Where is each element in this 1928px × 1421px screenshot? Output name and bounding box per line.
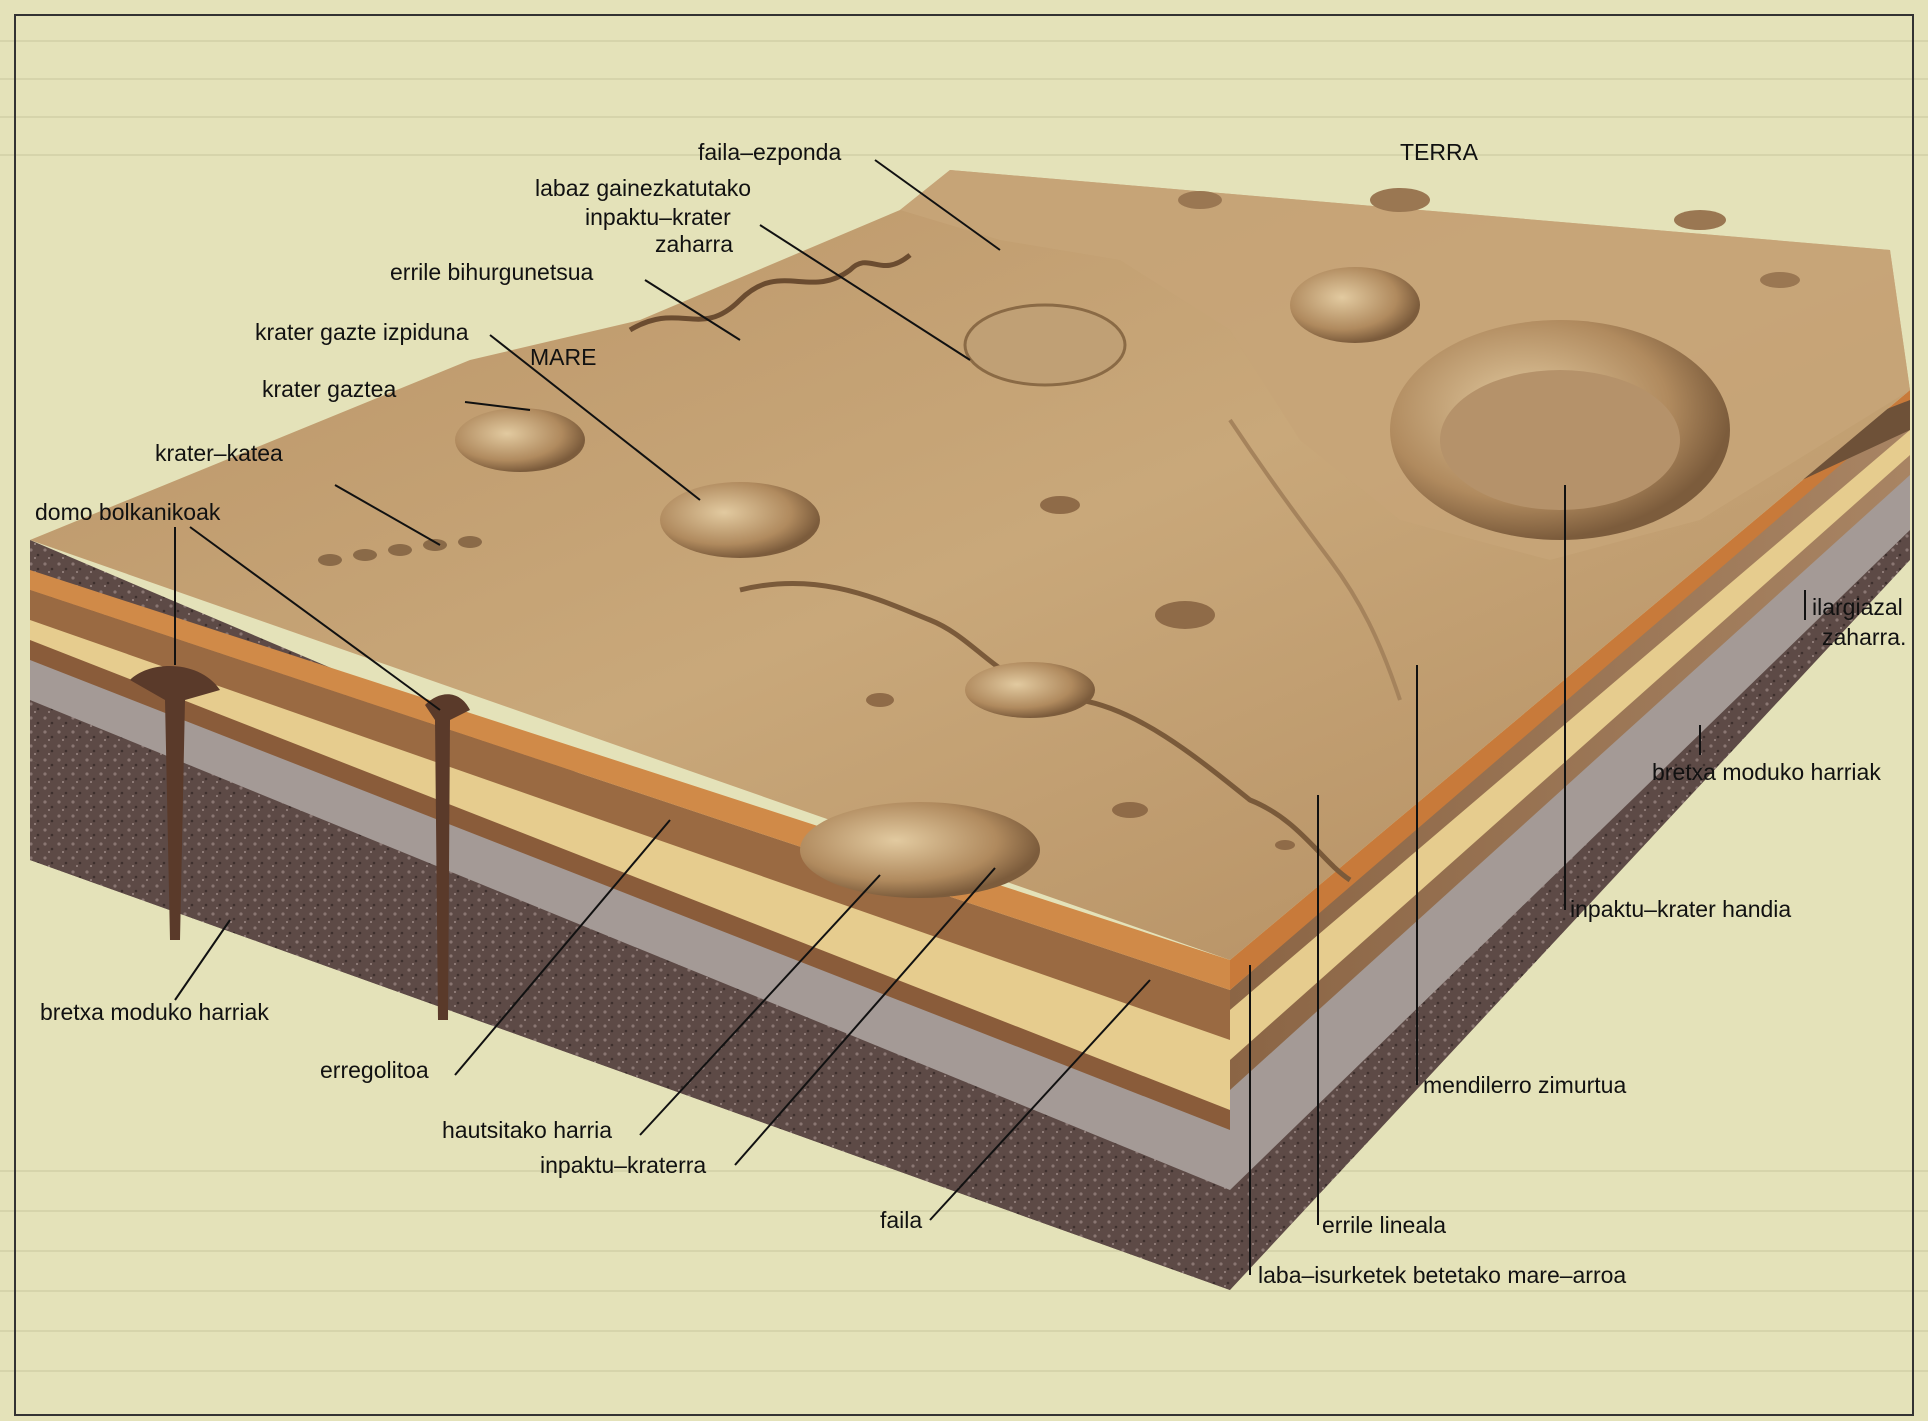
label-mare: MARE	[530, 345, 596, 370]
label-krater-gazte-izpiduna: krater gazte izpiduna	[255, 320, 469, 345]
label-krater-katea: krater–katea	[155, 441, 283, 466]
young-crater	[455, 408, 585, 472]
label-laba-isurketek: laba–isurketek betetako mare–arroa	[1258, 1263, 1626, 1288]
label-inpaktu-krater-zaharra-line2: zaharra	[655, 232, 733, 257]
label-erregolitoa: erregolitoa	[320, 1058, 429, 1083]
rayed-young-crater	[660, 482, 820, 558]
label-faila-ezponda: faila–ezponda	[698, 140, 841, 165]
label-inpaktu-kraterra: inpaktu–kraterra	[540, 1153, 706, 1178]
label-faila: faila	[880, 1208, 922, 1233]
old-flooded-crater	[965, 305, 1125, 385]
impact-crater-front	[800, 802, 1040, 898]
label-bretxa-left: bretxa moduko harriak	[40, 1000, 269, 1025]
label-labaz-gainezkatutako: labaz gainezkatutako	[535, 176, 751, 201]
label-errile-lineala: errile lineala	[1322, 1213, 1446, 1238]
label-bretxa-right: bretxa moduko harriak	[1652, 760, 1881, 785]
crater-mid	[965, 662, 1095, 718]
label-krater-gaztea: krater gaztea	[262, 377, 396, 402]
label-hautsitako-harria: hautsitako harria	[442, 1118, 612, 1143]
label-ilargiazal-line2: zaharra.	[1822, 625, 1906, 650]
label-ilargiazal-line1: ilargiazal	[1812, 595, 1903, 620]
label-terra: TERRA	[1400, 140, 1478, 165]
label-domo-bolkanikoak: domo bolkanikoak	[35, 500, 220, 525]
crater-terra-1	[1290, 267, 1420, 343]
label-inpaktu-krater-handia: inpaktu–krater handia	[1570, 897, 1791, 922]
label-mendilerro-zimurtua: mendilerro zimurtua	[1423, 1073, 1626, 1098]
label-inpaktu-krater-zaharra-line1: inpaktu–krater	[585, 205, 731, 230]
label-errile-bihurgunetsua: errile bihurgunetsua	[390, 260, 593, 285]
